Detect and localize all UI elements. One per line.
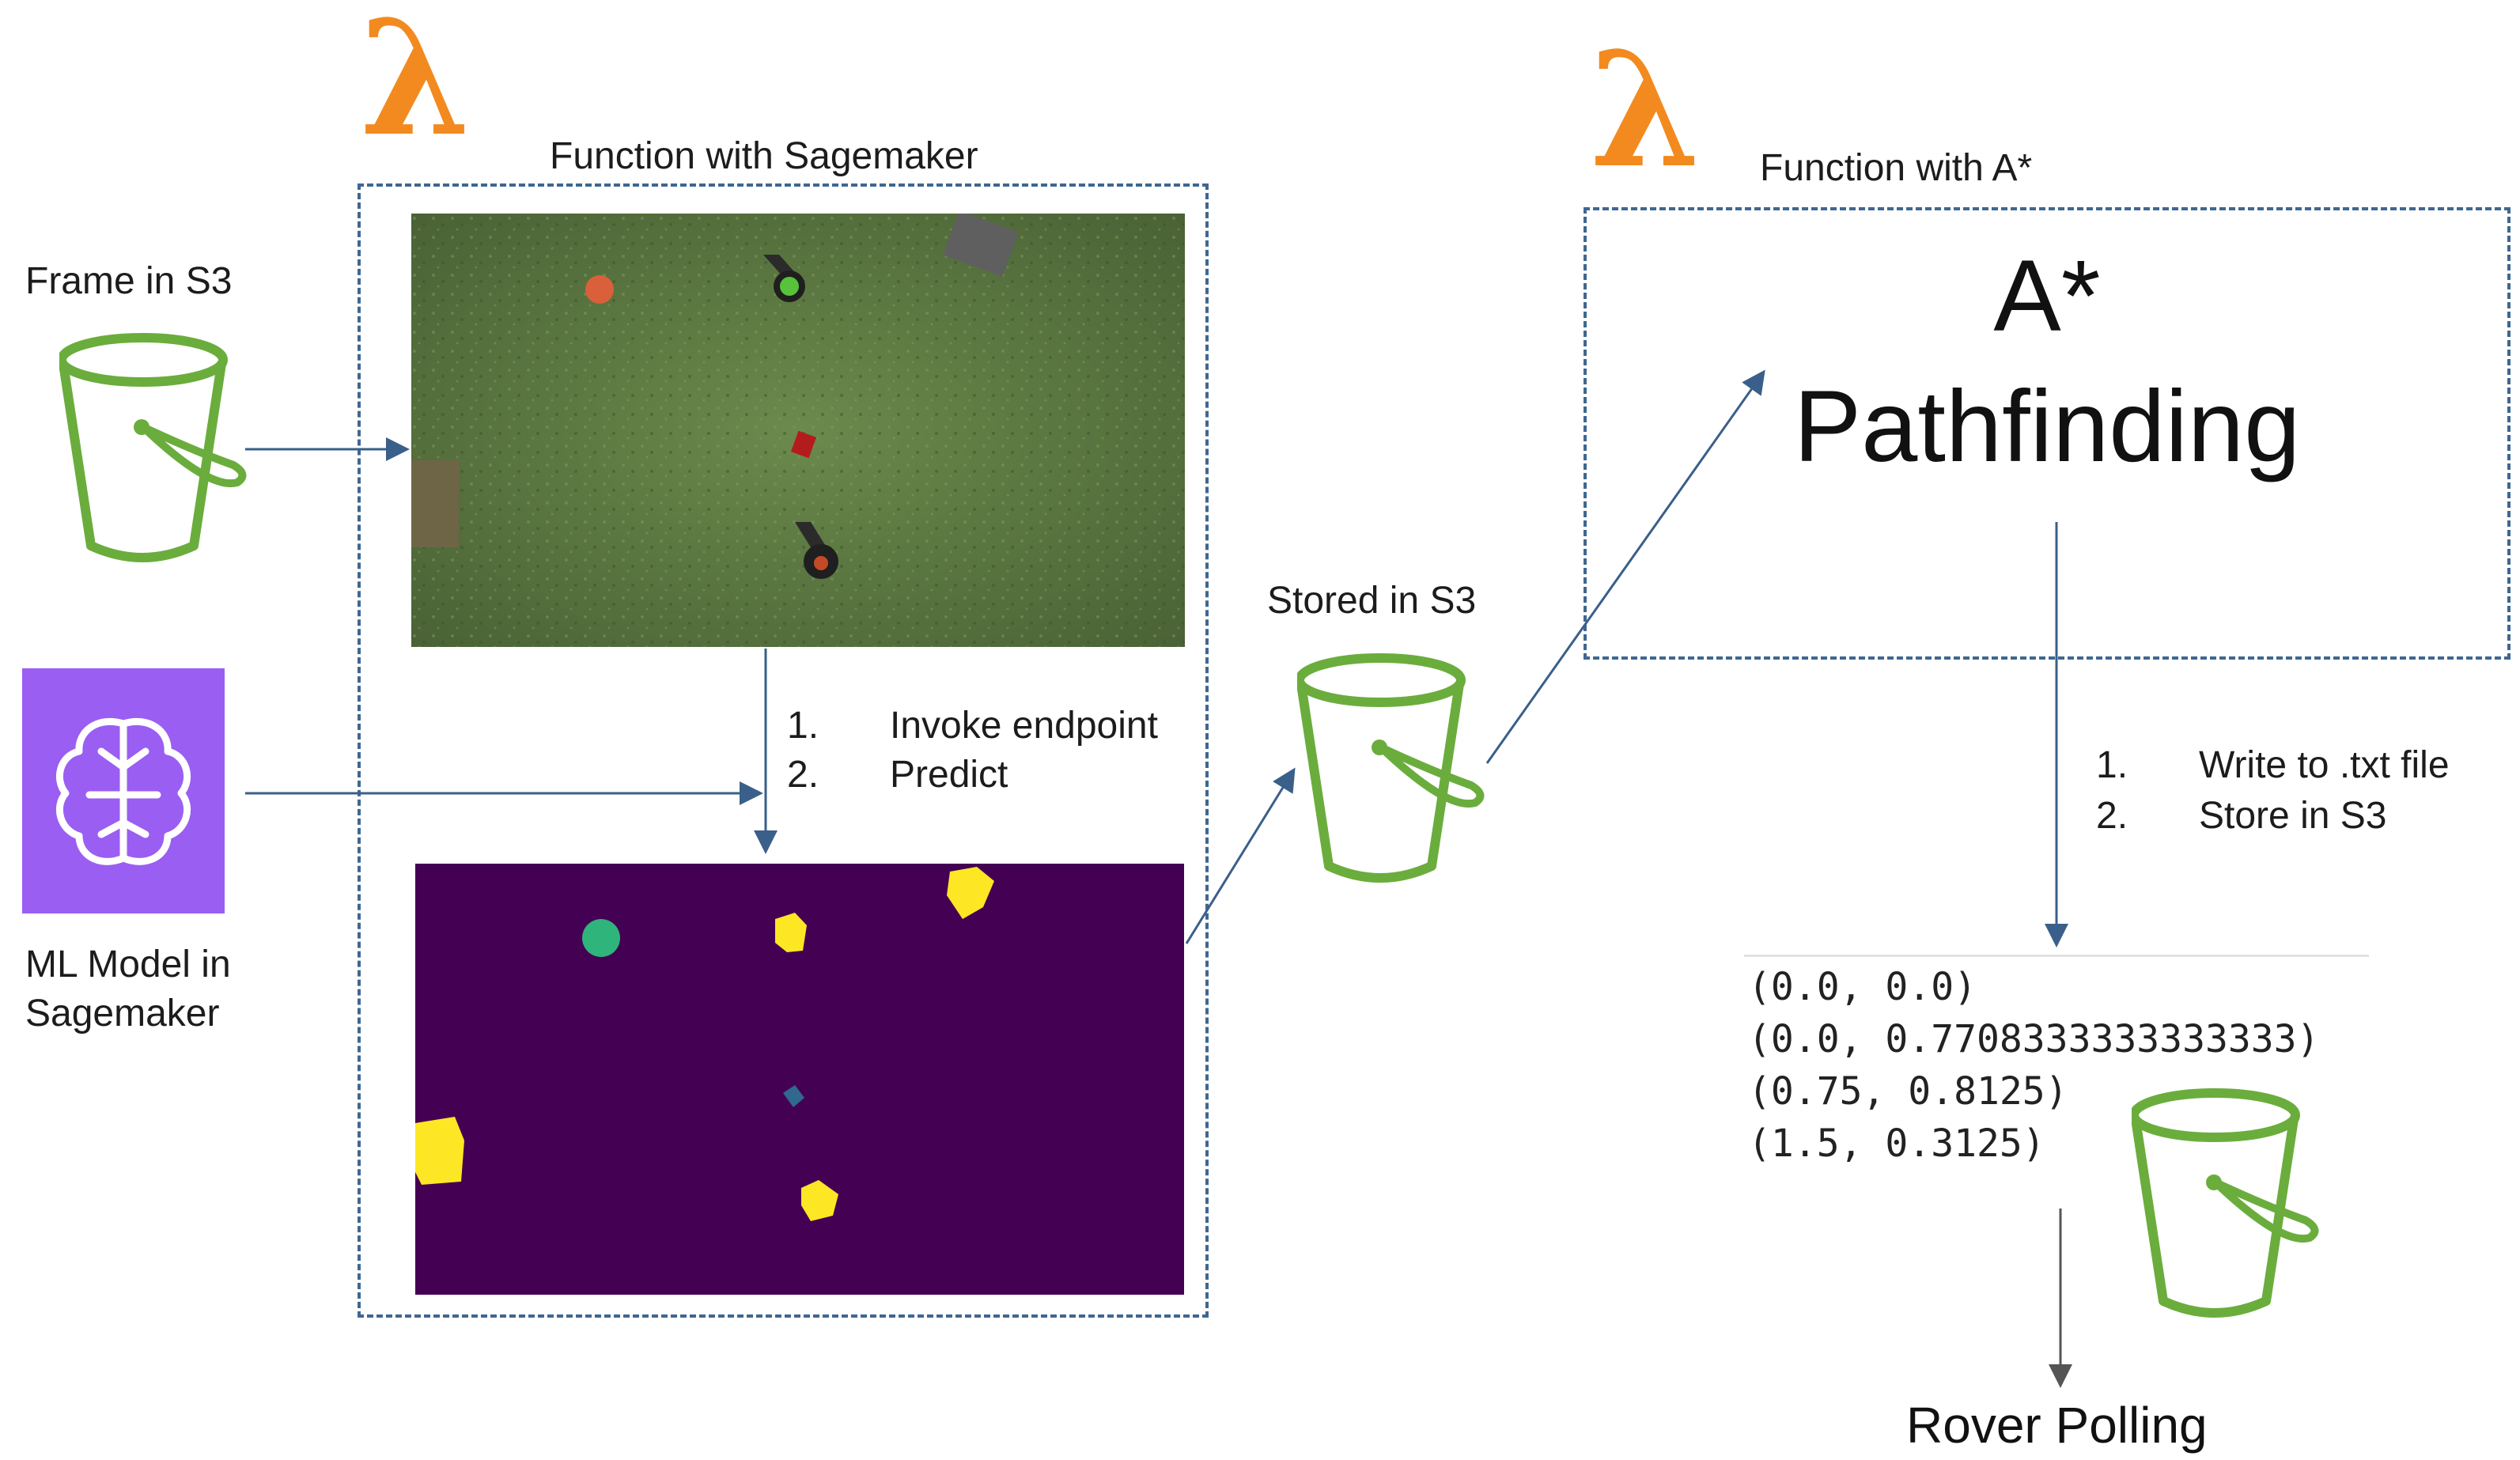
orange-ball <box>585 275 614 304</box>
function-astar-label: Function with A* <box>1760 147 2033 189</box>
frame-in-s3-label: Frame in S3 <box>25 260 233 302</box>
lambda-icon-right: λ <box>1590 17 1701 203</box>
seg-yellow-blob-3 <box>415 1117 464 1185</box>
ml-model-label-line1: ML Model in <box>25 944 231 985</box>
seg-blue-blob <box>783 1085 804 1107</box>
path-output-line-2: (0.0, 0.7708333333333333) <box>1748 1017 2320 1061</box>
step-left-1-num: 1. <box>787 705 819 747</box>
seg-green-blob <box>582 919 620 957</box>
sagemaker-function-box <box>358 183 1209 1318</box>
rover-polling-label: Rover Polling <box>1906 1397 2208 1454</box>
box-top-right <box>943 210 1019 277</box>
arrow-segmentation-to-s3 <box>1185 767 1296 944</box>
path-output-line-4: (1.5, 0.3125) <box>1748 1121 2045 1166</box>
s3-bucket-icon-stored <box>1295 652 1487 890</box>
path-output-line-3: (0.75, 0.8125) <box>1748 1069 2068 1114</box>
box-left <box>411 460 459 547</box>
path-output-line-1: (0.0, 0.0) <box>1748 965 1977 1009</box>
function-sagemaker-label: Function with Sagemaker <box>550 135 978 177</box>
stored-in-s3-label: Stored in S3 <box>1267 580 1477 622</box>
seg-yellow-blob-1 <box>775 913 807 952</box>
astar-title: A* <box>1993 240 2101 353</box>
s3-bucket-icon <box>57 332 249 569</box>
segmentation-output-image <box>415 864 1184 1295</box>
rover <box>790 430 817 459</box>
seg-yellow-blob-2 <box>947 867 994 919</box>
step-left-2-text: Predict <box>890 754 1008 796</box>
step-right-2-num: 2. <box>2096 795 2128 837</box>
sagemaker-brain-icon <box>22 668 225 913</box>
path-output-divider <box>1744 955 2369 957</box>
input-frame-image <box>411 210 1185 647</box>
seg-yellow-blob-4 <box>801 1180 838 1221</box>
step-right-1-num: 1. <box>2096 744 2128 786</box>
orange-cone <box>795 522 838 579</box>
ml-model-label-line2: Sagemaker <box>25 993 220 1034</box>
arrow-s3-to-astar <box>1485 369 1765 764</box>
step-right-2-text: Store in S3 <box>2199 795 2387 837</box>
pathfinding-title: Pathfinding <box>1793 370 2301 483</box>
green-cone <box>763 255 805 302</box>
s3-bucket-icon-output <box>2129 1087 2321 1325</box>
step-left-1-text: Invoke endpoint <box>890 705 1158 747</box>
step-left-2-num: 2. <box>787 754 819 796</box>
lambda-icon-left: λ <box>360 0 471 172</box>
step-right-1-text: Write to .txt file <box>2199 744 2450 786</box>
astar-function-box <box>1584 207 2511 660</box>
